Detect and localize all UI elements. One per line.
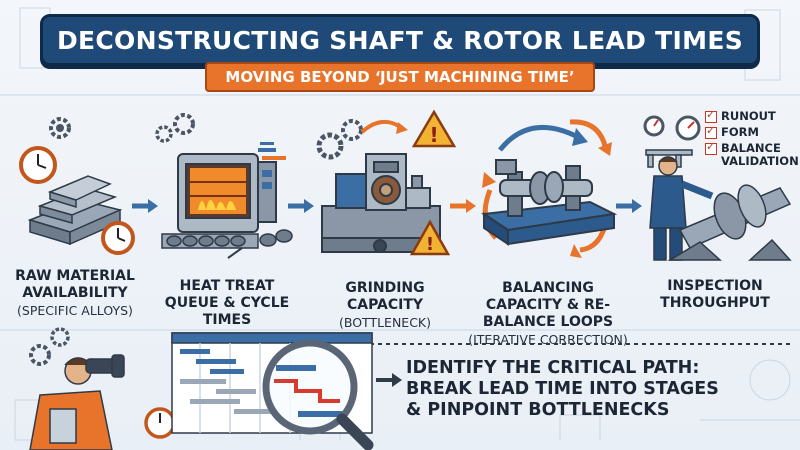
checklist-item: RUNOUT [705, 108, 800, 123]
raw-material-illustration [19, 117, 135, 255]
flow-arrow-icon [132, 199, 158, 213]
gauge-icon [643, 115, 701, 141]
shaft-parts-icon [161, 229, 293, 249]
inspection-illustration [643, 115, 792, 261]
flow-arrow-icon [450, 199, 476, 213]
stage-label-inspection: INSPECTION THROUGHPUT [660, 278, 770, 311]
flow-arrow-icon [616, 199, 642, 213]
svg-text:!: ! [429, 123, 438, 147]
stage-sublabel: (BOTTLENECK) [338, 315, 432, 330]
clock-icon [19, 146, 57, 184]
checklist-item: BALANCE VALIDATION [705, 140, 800, 168]
checklist-item: FORM [705, 124, 800, 139]
heat-treat-illustration [155, 113, 293, 259]
inspector-icon [649, 156, 714, 261]
page-title: DECONSTRUCTING SHAFT & ROTOR LEAD TIMES [40, 14, 760, 66]
conclusion-line: & PINPOINT BOTTLENECKS [406, 400, 670, 420]
conclusion-line: BREAK LEAD TIME INTO STAGES [406, 379, 719, 399]
page-subtitle: MOVING BEYOND ‘JUST MACHINING TIME’ [205, 62, 595, 92]
conclusion-text: IDENTIFY THE CRITICAL PATH: BREAK LEAD T… [406, 358, 796, 421]
grinding-machine-illustration: ! ! [316, 110, 457, 256]
balancing-machine-illustration [481, 119, 618, 258]
stage-label-raw-material: RAW MATERIAL AVAILABILITY (SPECIFIC ALLO… [5, 268, 145, 319]
balancer-icon [481, 159, 618, 246]
conclusion-arrow-icon [376, 373, 402, 387]
checkbox-checked-icon [705, 140, 717, 155]
inspection-checklist: RUNOUT FORM BALANCE VALIDATION [705, 108, 800, 171]
clock-icon [144, 407, 176, 439]
stage-label-heat-treat: HEAT TREAT QUEUE & CYCLE TIMES [164, 278, 290, 328]
flow-arrow-icon [288, 199, 314, 213]
warning-icon: ! [411, 110, 457, 148]
warning-icon: ! [409, 219, 451, 256]
grinder-icon [321, 153, 441, 253]
stage-label-grinding: GRINDING CAPACITY (BOTTLENECK) [305, 280, 465, 331]
schedule-bars-icon [258, 142, 286, 160]
metal-bars-icon [27, 175, 123, 246]
rotor-shaft-icon [667, 184, 792, 261]
caliper-icon [645, 149, 693, 168]
feedback-arrow-icon [358, 338, 792, 350]
analyst-icon [29, 354, 125, 450]
gear-icon [155, 113, 195, 143]
gear-icon [29, 327, 70, 366]
checkbox-checked-icon [705, 124, 717, 139]
gear-icon [316, 119, 363, 160]
furnace-icon [177, 153, 277, 233]
conclusion-line: IDENTIFY THE CRITICAL PATH: [406, 358, 700, 378]
svg-text:!: ! [426, 234, 434, 255]
gear-icon [49, 117, 71, 139]
clock-icon [101, 221, 135, 255]
stage-sublabel: (SPECIFIC ALLOYS) [17, 303, 133, 318]
checkbox-checked-icon [705, 108, 717, 123]
critical-path-illustration [29, 327, 374, 450]
magnifier-icon [262, 339, 374, 450]
